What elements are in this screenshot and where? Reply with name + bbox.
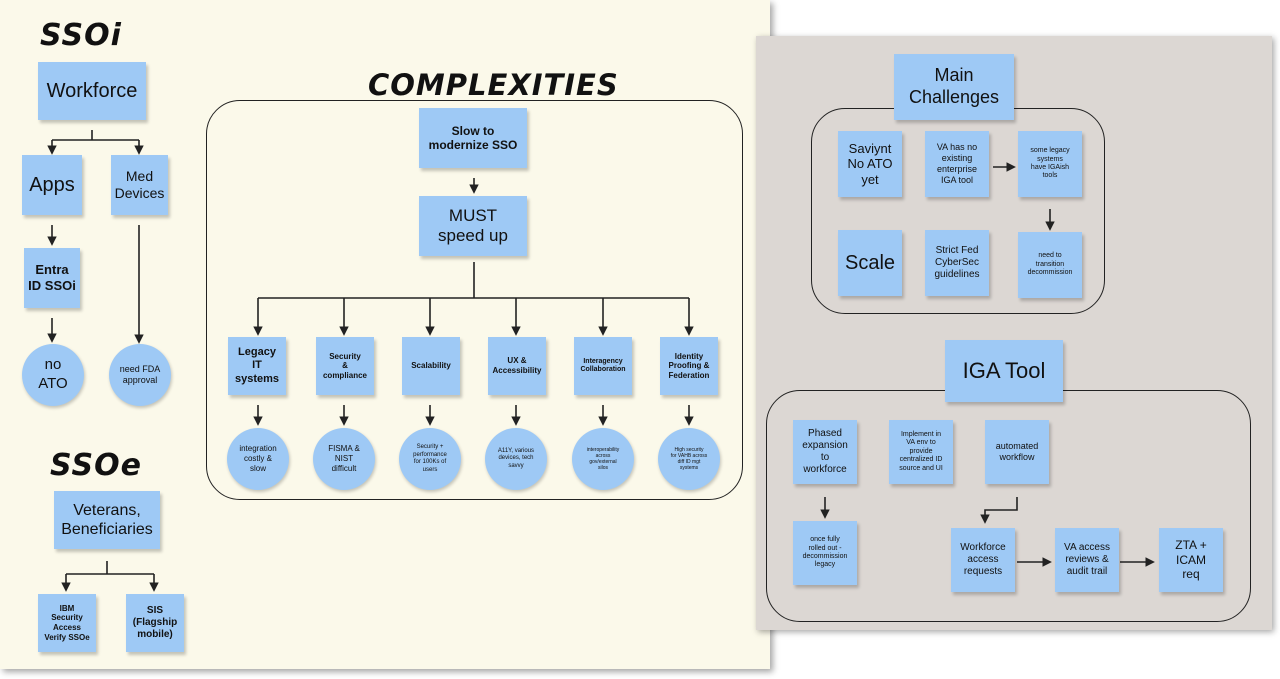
veterans-note[interactable]: Veterans, Beneficiaries xyxy=(54,491,160,549)
med-devices-note[interactable]: Med Devices xyxy=(111,155,168,215)
identity-proofing-note[interactable]: Identity Proofing & Federation xyxy=(660,337,718,395)
interagency-note[interactable]: Interagency Collaboration xyxy=(574,337,632,395)
apps-note[interactable]: Apps xyxy=(22,155,82,215)
ssoi-branch-connector xyxy=(52,130,139,141)
ibm-security-note[interactable]: IBM Security Access Verify SSOe xyxy=(38,594,96,652)
sis-note[interactable]: SIS (Flagship mobile) xyxy=(126,594,184,652)
interoperability-circle[interactable]: interoperability across gov/external sil… xyxy=(572,428,634,490)
complexities-branch-connector xyxy=(258,262,689,299)
automated-workflow-note[interactable]: automated workflow xyxy=(985,420,1049,484)
ssoe-title: SSOe xyxy=(50,448,142,483)
ssoe-branch-connector xyxy=(66,561,154,575)
va-access-reviews-note[interactable]: VA access reviews & audit trail xyxy=(1055,528,1119,592)
slow-modernize-note[interactable]: Slow to modernize SSO xyxy=(419,108,527,168)
iga-tool-note[interactable]: IGA Tool xyxy=(945,340,1063,402)
integration-circle[interactable]: integration costly & slow xyxy=(227,428,289,490)
complexities-frame xyxy=(206,100,743,500)
legacy-it-note[interactable]: Legacy IT systems xyxy=(228,337,286,395)
scale-note[interactable]: Scale xyxy=(838,230,902,296)
a11y-circle[interactable]: A11Y, various devices, tech savvy xyxy=(485,428,547,490)
transition-note[interactable]: need to transition decommission xyxy=(1018,232,1082,298)
scalability-note[interactable]: Scalability xyxy=(402,337,460,395)
must-speed-up-note[interactable]: MUST speed up xyxy=(419,196,527,256)
fisma-circle[interactable]: FISMA & NIST difficult xyxy=(313,428,375,490)
security-compliance-note[interactable]: Security & compliance xyxy=(316,337,374,395)
phased-expansion-note[interactable]: Phased expansion to workforce xyxy=(793,420,857,484)
arrow-automated-to-workforce xyxy=(980,497,1018,524)
ux-accessibility-note[interactable]: UX & Accessibility xyxy=(488,337,546,395)
once-rolled-out-note[interactable]: once fully rolled out - decommission leg… xyxy=(793,521,857,585)
need-fda-circle[interactable]: need FDA approval xyxy=(109,344,171,406)
main-challenges-note[interactable]: Main Challenges xyxy=(894,54,1014,120)
high-security-circle[interactable]: High security for VAHB across diff ID mg… xyxy=(658,428,720,490)
strict-fed-note[interactable]: Strict Fed CyberSec guidelines xyxy=(925,230,989,296)
security-performance-circle[interactable]: Security + performance for 100Ks of user… xyxy=(399,428,461,490)
complexities-title: COMPLEXITIES xyxy=(368,68,619,102)
workforce-note[interactable]: Workforce xyxy=(38,62,146,120)
saviynt-note[interactable]: Saviynt No ATO yet xyxy=(838,131,902,197)
zta-icam-note[interactable]: ZTA + ICAM req xyxy=(1159,528,1223,592)
va-no-iga-note[interactable]: VA has no existing enterprise IGA tool xyxy=(925,131,989,197)
implement-va-note[interactable]: Implement in VA env to provide centraliz… xyxy=(889,420,953,484)
legacy-igaish-note[interactable]: some legacy systems have IGAish tools xyxy=(1018,131,1082,197)
ssoi-title: SSOi xyxy=(40,18,122,53)
entra-id-note[interactable]: Entra ID SSOi xyxy=(24,248,80,308)
workforce-access-note[interactable]: Workforce access requests xyxy=(951,528,1015,592)
no-ato-circle[interactable]: no ATO xyxy=(22,344,84,406)
